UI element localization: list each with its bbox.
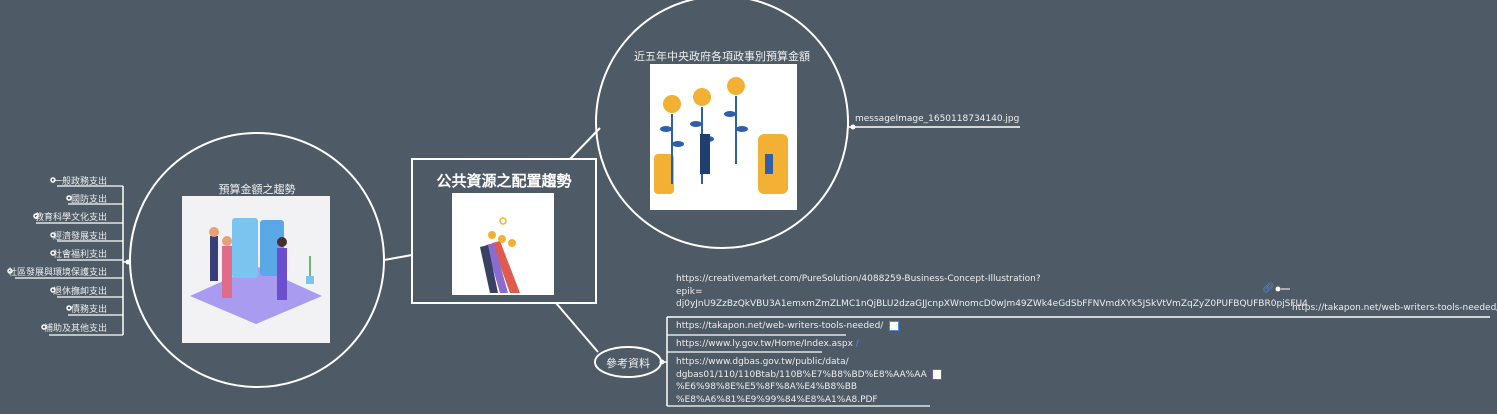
list-item[interactable]: 退休撫卹支出: [52, 287, 107, 297]
list-item[interactable]: 社會福利支出: [52, 250, 107, 260]
link-icon[interactable]: 🔗︎: [1262, 283, 1275, 294]
list-item[interactable]: 經濟發展支出: [52, 232, 107, 242]
references-title[interactable]: 參考資料: [606, 357, 650, 370]
list-item[interactable]: 補助及其他支出: [43, 324, 107, 334]
reference-item-ly[interactable]: https://www.ly.gov.tw/Home/Index.aspx ∕: [676, 338, 859, 351]
file-icon[interactable]: [931, 368, 942, 380]
left-topic-title[interactable]: 預算金額之趨勢: [218, 183, 296, 196]
reference-line: epik=: [676, 286, 703, 297]
reference-line: https://www.dgbas.gov.tw/public/data/: [676, 357, 849, 367]
attachment-filename[interactable]: messageImage_1650118734140.jpg: [855, 114, 1020, 124]
reference-line: %E6%98%8E%E5%8F%8A%E4%B8%BB: [676, 382, 858, 392]
webpage-icon[interactable]: [889, 320, 900, 331]
list-item[interactable]: 教育科學文化支出: [34, 213, 107, 223]
reference-line: https://creativemarket.com/PureSolution/…: [676, 274, 1041, 284]
reference-line: https://takapon.net/web-writers-tools-ne…: [676, 321, 884, 331]
list-item[interactable]: 國防支出: [70, 195, 107, 205]
reference-line: dgbas01/110/110Btab/110B%E7%B8%BD%E8%AA%…: [676, 369, 927, 380]
reference-line: https://www.ly.gov.tw/Home/Index.aspx: [676, 339, 853, 349]
reference-line: %E8%A6%81%E9%99%84%E8%A1%A8.PDF: [676, 394, 878, 405]
central-illustration: [452, 193, 554, 295]
top-topic-title[interactable]: 近五年中央政府各項政事別預算金額: [634, 50, 810, 63]
list-item[interactable]: 一般政務支出: [52, 177, 107, 187]
central-topic-title[interactable]: 公共資源之配置趨勢: [436, 172, 572, 190]
list-item[interactable]: 社區發展與環境保護支出: [7, 268, 107, 278]
budget-illustration: [182, 196, 330, 343]
reference-item-creativemarket[interactable]: https://creativemarket.com/PureSolution/…: [676, 273, 1308, 311]
list-item[interactable]: 債務支出: [70, 305, 107, 315]
sub-link-takapon[interactable]: https://takapon.net/web-writers-tools-ne…: [1292, 303, 1497, 313]
link-icon[interactable]: ∕: [855, 339, 859, 349]
budget-growth-illustration: [650, 64, 797, 210]
reference-item-dgbas[interactable]: https://www.dgbas.gov.tw/public/data/ dg…: [676, 356, 942, 406]
reference-line: dj0yJnU9ZzBzQkVBU3A1emxmZmZLMC1nQjBLU2dz…: [676, 299, 1308, 309]
reference-item-takapon[interactable]: https://takapon.net/web-writers-tools-ne…: [676, 320, 900, 333]
reference-line-wrap: dgbas01/110/110Btab/110B%E7%B8%BD%E8%AA%…: [676, 368, 942, 382]
